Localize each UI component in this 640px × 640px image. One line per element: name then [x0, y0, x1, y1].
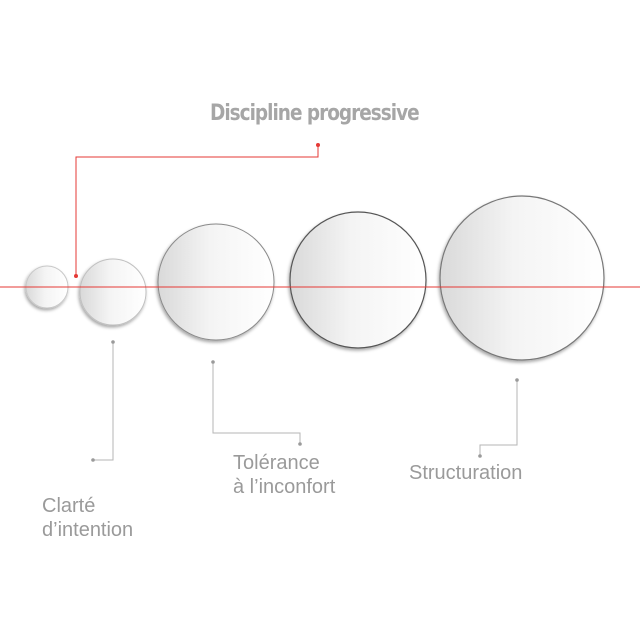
leader-dot-tolerance-top — [211, 360, 215, 364]
leader-line-tolerance — [212, 362, 301, 444]
diagram-title: Discipline progressive — [210, 101, 420, 126]
stage-circle-4 — [289, 211, 427, 349]
stage-label-tolerance-line-1: Tolérance — [233, 452, 320, 474]
stage-label-clarte-line-1: Clarté — [42, 495, 96, 517]
leader-dot-structuration-top — [515, 378, 519, 382]
stage-label-clarte-line-2: d’intention — [42, 519, 134, 541]
leader-dot-clarte-end — [91, 458, 95, 462]
title-connector-line — [75, 145, 319, 276]
title-connector-dot — [316, 143, 320, 147]
stage-label-tolerance: Tolérance à l’inconfort — [233, 451, 335, 499]
stage-circle-5 — [439, 195, 605, 361]
stage-label-tolerance-line-2: à l’inconfort — [233, 476, 336, 498]
leader-dot-tolerance-end — [298, 442, 302, 446]
leader-line-clarte — [93, 342, 114, 461]
leader-line-structuration — [479, 380, 518, 456]
axis-connector-dot — [74, 274, 78, 278]
stage-label-clarte: Clarté d’intention — [42, 494, 133, 542]
stage-circle-3 — [157, 223, 275, 341]
stage-label-structuration-line-1: Structuration — [409, 462, 523, 484]
stage-circle-2 — [79, 258, 147, 326]
leader-dot-structuration-end — [478, 454, 482, 458]
stage-label-structuration: Structuration — [409, 461, 522, 485]
leader-dot-clarte-top — [111, 340, 115, 344]
